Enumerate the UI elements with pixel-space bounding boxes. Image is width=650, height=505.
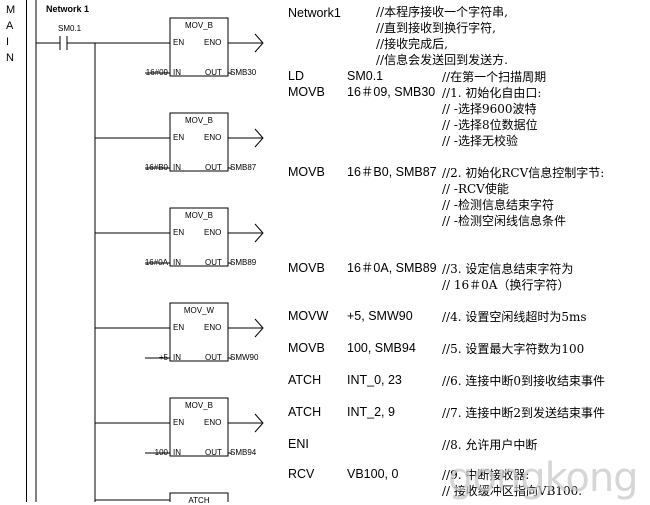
instruction-box[interactable] xyxy=(169,207,229,267)
output-arrow-icon xyxy=(254,128,264,148)
header-comment: //本程序接收一个字符串, xyxy=(376,5,508,19)
instruction-opcode: ATCH xyxy=(288,405,322,419)
instruction-box[interactable] xyxy=(169,302,229,362)
main-tab-letter: A xyxy=(6,20,14,32)
output-arrow-icon xyxy=(254,318,264,338)
output-arrow-icon xyxy=(254,33,264,53)
instruction-box[interactable] xyxy=(169,17,229,77)
network-label: Network1 xyxy=(288,6,341,20)
instruction-operands: 16＃0A, SMB89 xyxy=(347,261,437,275)
output-arrow-icon xyxy=(254,413,264,433)
in-label: IN xyxy=(173,68,181,77)
box-title: MOV_W xyxy=(183,306,215,315)
instruction-comment: //8. 允许用户中断 xyxy=(442,438,538,452)
out-label: OUT xyxy=(205,353,222,362)
in-operand: 16#0A xyxy=(144,258,168,267)
out-label: OUT xyxy=(205,163,222,172)
instruction-comment: // 接收缓冲区指向VB100. xyxy=(442,484,583,498)
header-comment: //信息会发送回到发送方. xyxy=(376,53,508,67)
instruction-opcode: MOVB xyxy=(288,341,325,355)
out-operand: SMB94 xyxy=(230,448,257,457)
in-label: IN xyxy=(173,353,181,362)
main-tab-letter: I xyxy=(6,36,10,48)
header-comment: //接收完成后, xyxy=(376,37,448,51)
box-title: ATCH xyxy=(188,496,210,505)
instruction-comment: //5. 设置最大字符数为100 xyxy=(442,342,585,356)
instruction-opcode: MOVW xyxy=(288,309,329,323)
out-operand: SMB30 xyxy=(230,68,257,77)
network-title: Network 1 xyxy=(46,4,90,14)
instruction-comment: // -选择8位数据位 xyxy=(442,118,538,132)
ladder-wiring xyxy=(35,0,264,502)
en-label: EN xyxy=(173,323,185,332)
out-operand: SMB87 xyxy=(230,163,257,172)
instruction-operands: +5, SMW90 xyxy=(347,309,413,323)
en-label: EN xyxy=(173,38,185,47)
box-title: MOV_B xyxy=(184,116,213,125)
box-title: MOV_B xyxy=(184,21,213,30)
instruction-comment: //6. 连接中断0到接收结束事件 xyxy=(442,374,605,388)
out-operand: SMB89 xyxy=(230,258,257,267)
en-label: EN xyxy=(173,228,185,237)
in-operand: 16#09 xyxy=(145,68,168,77)
contact-label: SM0.1 xyxy=(58,24,82,33)
instruction-operands: 16＃09, SMB30 xyxy=(347,85,436,99)
instruction-operands: VB100, 0 xyxy=(347,467,399,481)
instruction-comment: //2. 初始化RCV信息控制字节: xyxy=(442,166,605,180)
box-title: MOV_B xyxy=(184,401,213,410)
in-label: IN xyxy=(173,258,181,267)
en-label: EN xyxy=(173,418,185,427)
instruction-opcode: RCV xyxy=(288,467,315,481)
instruction-comment: //在第一个扫描周期 xyxy=(442,70,547,84)
instruction-operands: 100, SMB94 xyxy=(347,341,416,355)
instruction-comment: // -RCV使能 xyxy=(442,182,509,196)
eno-label: ENO xyxy=(204,228,222,237)
in-operand: 100 xyxy=(154,448,168,457)
output-arrow-icon xyxy=(254,223,264,243)
out-operand: SMW90 xyxy=(230,353,259,362)
instruction-operands: 16＃B0, SMB87 xyxy=(347,165,437,179)
box-title: MOV_B xyxy=(184,211,213,220)
out-label: OUT xyxy=(205,448,222,457)
instruction-comment: // 16＃0A（换行字符） xyxy=(442,278,570,292)
instruction-comment: // -检测空闲线信息条件 xyxy=(442,214,566,228)
instruction-opcode: MOVB xyxy=(288,165,325,179)
instruction-comment: //3. 设定信息结束字符为 xyxy=(442,262,574,276)
instruction-box[interactable] xyxy=(169,492,229,502)
eno-label: ENO xyxy=(204,133,222,142)
instruction-opcode: MOVB xyxy=(288,261,325,275)
watermark: gongkong xyxy=(448,455,639,501)
instruction-comment: //7. 连接中断2到发送结束事件 xyxy=(442,406,605,420)
header-comment: //直到接收到换行字符, xyxy=(376,21,496,35)
instruction-comment: // -检测信息结束字符 xyxy=(442,198,554,212)
eno-label: ENO xyxy=(204,418,222,427)
in-operand: 16#B0 xyxy=(144,163,168,172)
out-label: OUT xyxy=(205,68,222,77)
instruction-opcode: LD xyxy=(288,69,304,83)
in-label: IN xyxy=(173,163,181,172)
eno-label: ENO xyxy=(204,38,222,47)
in-operand: +5 xyxy=(158,353,168,362)
out-label: OUT xyxy=(205,258,222,267)
main-tab[interactable]: M A I N xyxy=(0,0,27,502)
instruction-opcode: MOVB xyxy=(288,85,325,99)
main-tab-letter: M xyxy=(6,4,16,16)
instruction-operands: SM0.1 xyxy=(347,69,384,83)
instruction-comment: //4. 设置空闲线超时为5ms xyxy=(442,310,587,324)
instruction-comment: //9. 中断接收器: xyxy=(442,468,530,482)
instruction-operands: INT_2, 9 xyxy=(347,405,395,419)
instruction-box[interactable] xyxy=(169,112,229,172)
en-label: EN xyxy=(173,133,185,142)
instruction-comment: // -选择9600波特 xyxy=(442,102,537,116)
instruction-opcode: ENI xyxy=(288,437,309,451)
instruction-comment: //1. 初始化自由口: xyxy=(442,86,542,100)
in-label: IN xyxy=(173,448,181,457)
instruction-opcode: ATCH xyxy=(288,373,322,387)
instruction-comment: // -选择无校验 xyxy=(442,134,518,148)
instruction-operands: INT_0, 23 xyxy=(347,373,402,387)
instruction-box[interactable] xyxy=(169,397,229,457)
eno-label: ENO xyxy=(204,323,222,332)
main-tab-letter: N xyxy=(6,52,14,64)
